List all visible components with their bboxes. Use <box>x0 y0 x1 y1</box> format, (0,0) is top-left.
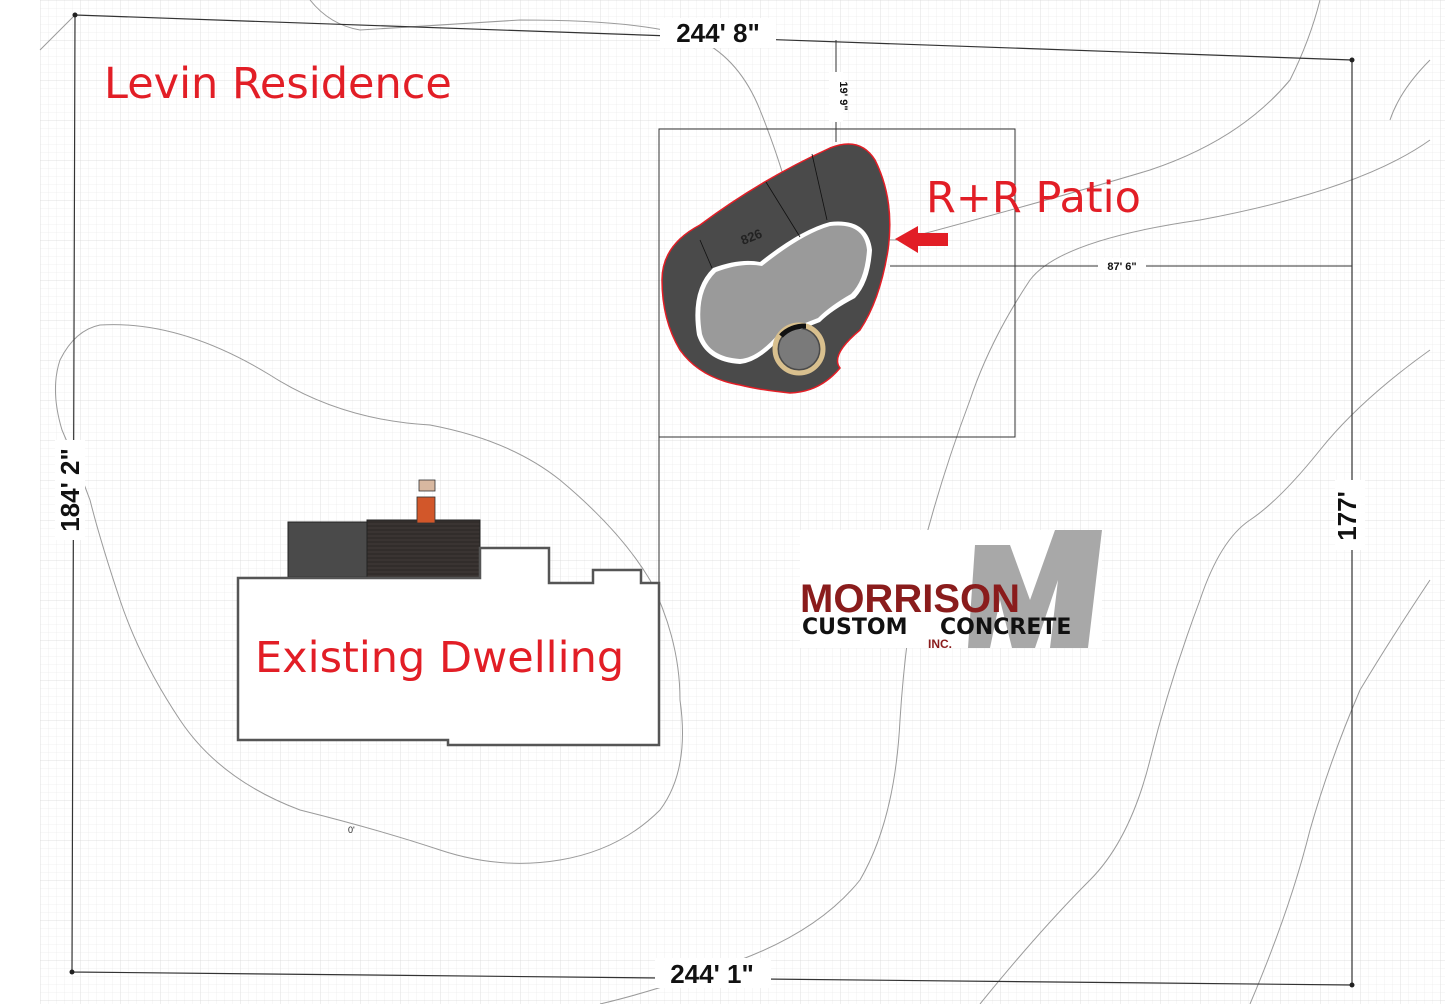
deck-block <box>366 519 481 581</box>
dimension-right: 177' <box>1332 491 1362 541</box>
dimension-patio-right: 87' 6" <box>1107 261 1136 273</box>
property-boundary <box>71 14 1353 986</box>
logo-name: MORRISON <box>800 577 1020 621</box>
logo-sub-left: CUSTOM <box>802 615 907 640</box>
logo-inc: INC. <box>928 637 952 651</box>
dwelling-outline <box>236 546 661 747</box>
dimension-left: 184' 2" <box>55 448 85 532</box>
boundary-corners <box>69 12 1355 988</box>
logo-sub-right: CONCRETE <box>940 615 1071 640</box>
stair-red <box>416 496 436 524</box>
patio-pool-drawing: 826 <box>661 143 891 394</box>
grid-background <box>40 0 1445 1004</box>
dwelling-drawing <box>236 479 661 747</box>
patio-label: R+R Patio <box>926 173 1141 223</box>
dimension-bottom: 244' 1" <box>670 959 754 989</box>
dimension-patio-top: 19' 9" <box>837 81 849 110</box>
pool-water <box>700 225 867 359</box>
logo-m-mark <box>968 530 1102 648</box>
morrison-logo: MORRISON CUSTOM CONCRETE INC. <box>800 530 1102 651</box>
dwelling-label: Existing Dwelling <box>255 633 624 683</box>
title-label: Levin Residence <box>104 59 452 109</box>
contour-label: 0' <box>348 825 355 835</box>
patio-arrow-icon <box>895 226 948 253</box>
dimension-top: 244' 8" <box>676 18 760 48</box>
spa-water <box>779 329 819 369</box>
stair-top <box>418 479 436 492</box>
garage-block <box>287 521 369 578</box>
